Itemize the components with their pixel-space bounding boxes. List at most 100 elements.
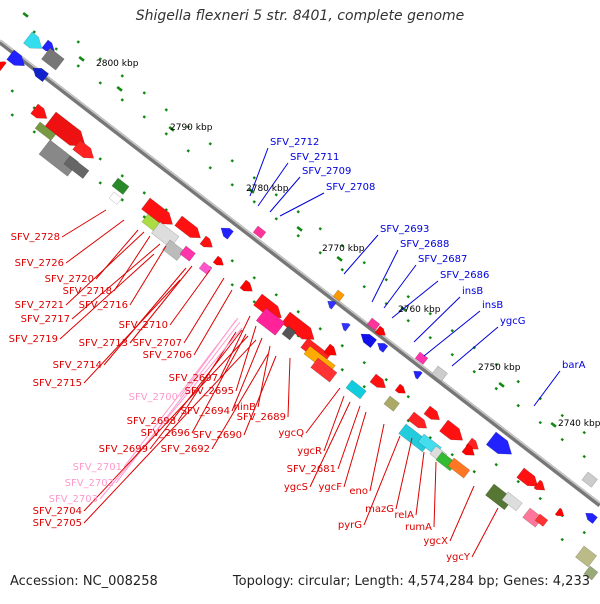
gene-label: SFV_2695 xyxy=(185,386,234,397)
minor-tick xyxy=(362,261,366,265)
gene-label: SFV_2718 xyxy=(63,286,112,297)
minor-tick xyxy=(340,244,344,248)
gene-feature xyxy=(554,507,565,517)
minor-tick xyxy=(538,420,542,425)
minor-tick xyxy=(494,362,498,367)
gene-label: SFV_2719 xyxy=(9,334,58,345)
gene-feature xyxy=(360,333,378,349)
gene-label: SFV_2720 xyxy=(45,274,94,285)
minor-tick xyxy=(230,183,234,187)
minor-tick xyxy=(164,132,168,136)
leader-line xyxy=(415,451,425,516)
minor-tick xyxy=(252,200,256,204)
minor-tick xyxy=(560,537,564,542)
gene-feature xyxy=(374,325,386,336)
gene-feature xyxy=(323,343,337,356)
gene-label: SFV_2713 xyxy=(79,338,128,349)
leader-line xyxy=(219,315,251,379)
leader-line xyxy=(391,280,439,319)
leader-line xyxy=(129,265,193,344)
gene-feature xyxy=(281,325,297,341)
leader-line xyxy=(323,395,345,452)
leader-line xyxy=(83,335,249,512)
minor-tick xyxy=(230,283,234,287)
gene-feature xyxy=(516,467,539,487)
gene-label: SFV_2694 xyxy=(181,406,230,417)
minor-tick xyxy=(120,174,124,178)
leader-line xyxy=(59,253,155,340)
gene-feature xyxy=(32,67,50,83)
gene-label: ygcF xyxy=(318,482,342,493)
leader-line xyxy=(61,209,107,238)
scale-label: 2760 kbp xyxy=(398,305,441,315)
scale-label: 2740 kbp xyxy=(558,419,600,429)
gene-label: SFV_2717 xyxy=(21,314,70,325)
minor-tick xyxy=(120,74,124,78)
minor-tick xyxy=(296,310,300,314)
major-tick xyxy=(78,55,85,62)
leader-line xyxy=(83,279,181,384)
leader-line xyxy=(343,411,367,488)
minor-tick xyxy=(450,452,454,457)
scale-label: 2750 kbp xyxy=(478,363,521,373)
gene-feature xyxy=(585,512,598,525)
gene-feature xyxy=(369,373,386,388)
leader-line xyxy=(279,192,325,217)
gene-feature xyxy=(179,245,196,262)
gene-feature xyxy=(407,411,428,429)
minor-tick xyxy=(98,57,102,61)
leader-line xyxy=(287,357,291,418)
minor-tick xyxy=(120,198,124,202)
gene-label: hinB xyxy=(234,402,256,413)
minor-tick xyxy=(54,47,58,51)
gene-feature xyxy=(199,235,213,248)
genome-backbone-highlight xyxy=(0,39,600,504)
gene-feature xyxy=(377,342,389,353)
scale-label: 2780 kbp xyxy=(246,184,289,194)
gene-feature xyxy=(220,227,234,240)
gene-feature xyxy=(366,317,381,331)
gene-label: SFV_2696 xyxy=(141,428,190,439)
leader-line xyxy=(71,243,161,320)
leader-line xyxy=(371,249,399,303)
gene-label: SFV_2716 xyxy=(79,300,128,311)
leader-line xyxy=(183,277,225,344)
leader-line xyxy=(115,321,241,484)
gene-feature xyxy=(108,191,123,205)
gene-label: SFV_2690 xyxy=(193,430,242,441)
leader-line xyxy=(169,269,211,326)
leader-line xyxy=(99,327,243,500)
gene-feature xyxy=(341,322,351,332)
gene-feature xyxy=(162,239,185,261)
leader-line xyxy=(257,345,271,408)
minor-tick xyxy=(252,276,256,280)
minor-tick xyxy=(32,130,36,134)
leader-line xyxy=(269,176,301,213)
minor-tick xyxy=(208,166,212,170)
gene-feature xyxy=(345,379,367,400)
gene-feature xyxy=(174,215,201,239)
genome-backbone xyxy=(0,40,600,507)
gene-feature xyxy=(63,155,90,179)
leader-line xyxy=(413,296,461,343)
gene-label: ygcY xyxy=(446,552,471,563)
gene-feature xyxy=(198,261,213,275)
leader-line xyxy=(369,423,385,492)
gene-feature xyxy=(141,197,173,225)
gene-label: SFV_2701 xyxy=(73,462,122,473)
leader-line xyxy=(309,401,351,488)
minor-tick xyxy=(340,344,344,348)
minor-tick xyxy=(428,335,432,340)
minor-tick xyxy=(560,437,564,442)
major-tick xyxy=(336,256,343,262)
leader-line xyxy=(249,147,269,197)
minor-tick xyxy=(494,386,498,391)
gene-feature xyxy=(72,139,95,159)
leader-line xyxy=(193,289,233,356)
gene-label: SFV_2692 xyxy=(161,444,210,455)
gene-label: SFV_2702 xyxy=(65,478,114,489)
leader-line xyxy=(129,245,167,306)
minor-tick xyxy=(98,181,102,185)
